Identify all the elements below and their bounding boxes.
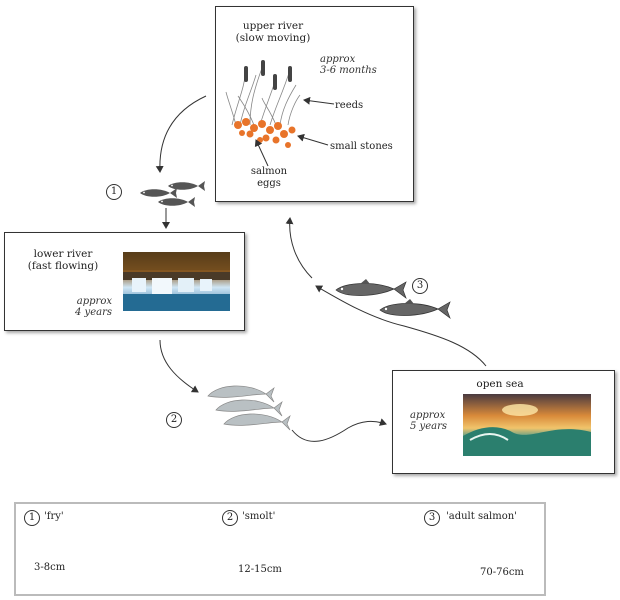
lower-river-duration-line2: 4 years [75, 307, 112, 318]
legend-fry-number: 1 [24, 510, 40, 526]
open-sea-duration: approx 5 years [410, 410, 460, 432]
reeds-pointer-arrow [303, 96, 335, 105]
arrow-smolt-to-sea [291, 418, 387, 442]
salmon-eggs-line2: eggs [257, 178, 281, 189]
arrow-sea-to-adult [315, 285, 487, 367]
salmon-eggs-line1: salmon [250, 166, 288, 177]
arrow-upper-to-fry [155, 95, 207, 173]
size-legend [14, 502, 546, 596]
reeds-label: reeds [335, 100, 364, 111]
stage-1-marker: 1 [106, 184, 122, 200]
lower-river-title: lower river (fast flowing) [18, 248, 108, 272]
legend-fry-size: 3-8cm [34, 562, 66, 573]
stage-3-marker: 3 [412, 278, 428, 294]
ocean-sunset-image [463, 394, 591, 456]
legend-fry-label: 'fry' [44, 511, 64, 522]
arrow-lower-to-smolt [159, 339, 199, 393]
stage-2-marker: 2 [166, 412, 182, 428]
salmon-eggs-illustration [234, 118, 296, 148]
upper-river-box [215, 6, 414, 202]
legend-adult-label: 'adult salmon' [446, 511, 517, 522]
lower-river-duration: approx 4 years [56, 296, 112, 318]
lower-river-title-line2: (fast flowing) [27, 260, 99, 272]
arrow-adult-to-upper [285, 217, 313, 279]
legend-smolt-label: 'smolt' [242, 511, 276, 522]
lower-river-title-line1: lower river [33, 248, 93, 260]
upper-river-duration-line1: approx [320, 54, 356, 65]
open-sea-title: open sea [476, 378, 524, 390]
legend-smolt-size: 12-15cm [238, 564, 282, 575]
adult-salmon-group [335, 278, 451, 319]
upper-river-title-line1: upper river [242, 20, 304, 32]
open-sea-duration-line2: 5 years [410, 421, 447, 432]
upper-river-title: upper river (slow moving) [228, 20, 318, 44]
lower-river-duration-line1: approx [76, 296, 112, 307]
smolt-fish-group [207, 385, 291, 431]
fry-fish-group [140, 181, 205, 207]
upper-river-duration: approx 3-6 months [320, 54, 400, 76]
legend-smolt-number: 2 [222, 510, 238, 526]
upper-river-title-line2: (slow moving) [235, 32, 311, 44]
open-sea-duration-line1: approx [410, 410, 446, 421]
eggs-pointer-arrow [254, 139, 269, 167]
stones-pointer-arrow [297, 133, 329, 146]
upper-river-duration-line2: 3-6 months [320, 65, 377, 76]
small-stones-label: small stones [330, 141, 393, 152]
salmon-eggs-label: salmon eggs [244, 166, 294, 190]
legend-adult-number: 3 [424, 510, 440, 526]
reeds-illustration [225, 67, 301, 126]
legend-adult-size: 70-76cm [480, 567, 524, 578]
waterfall-image [123, 252, 230, 311]
